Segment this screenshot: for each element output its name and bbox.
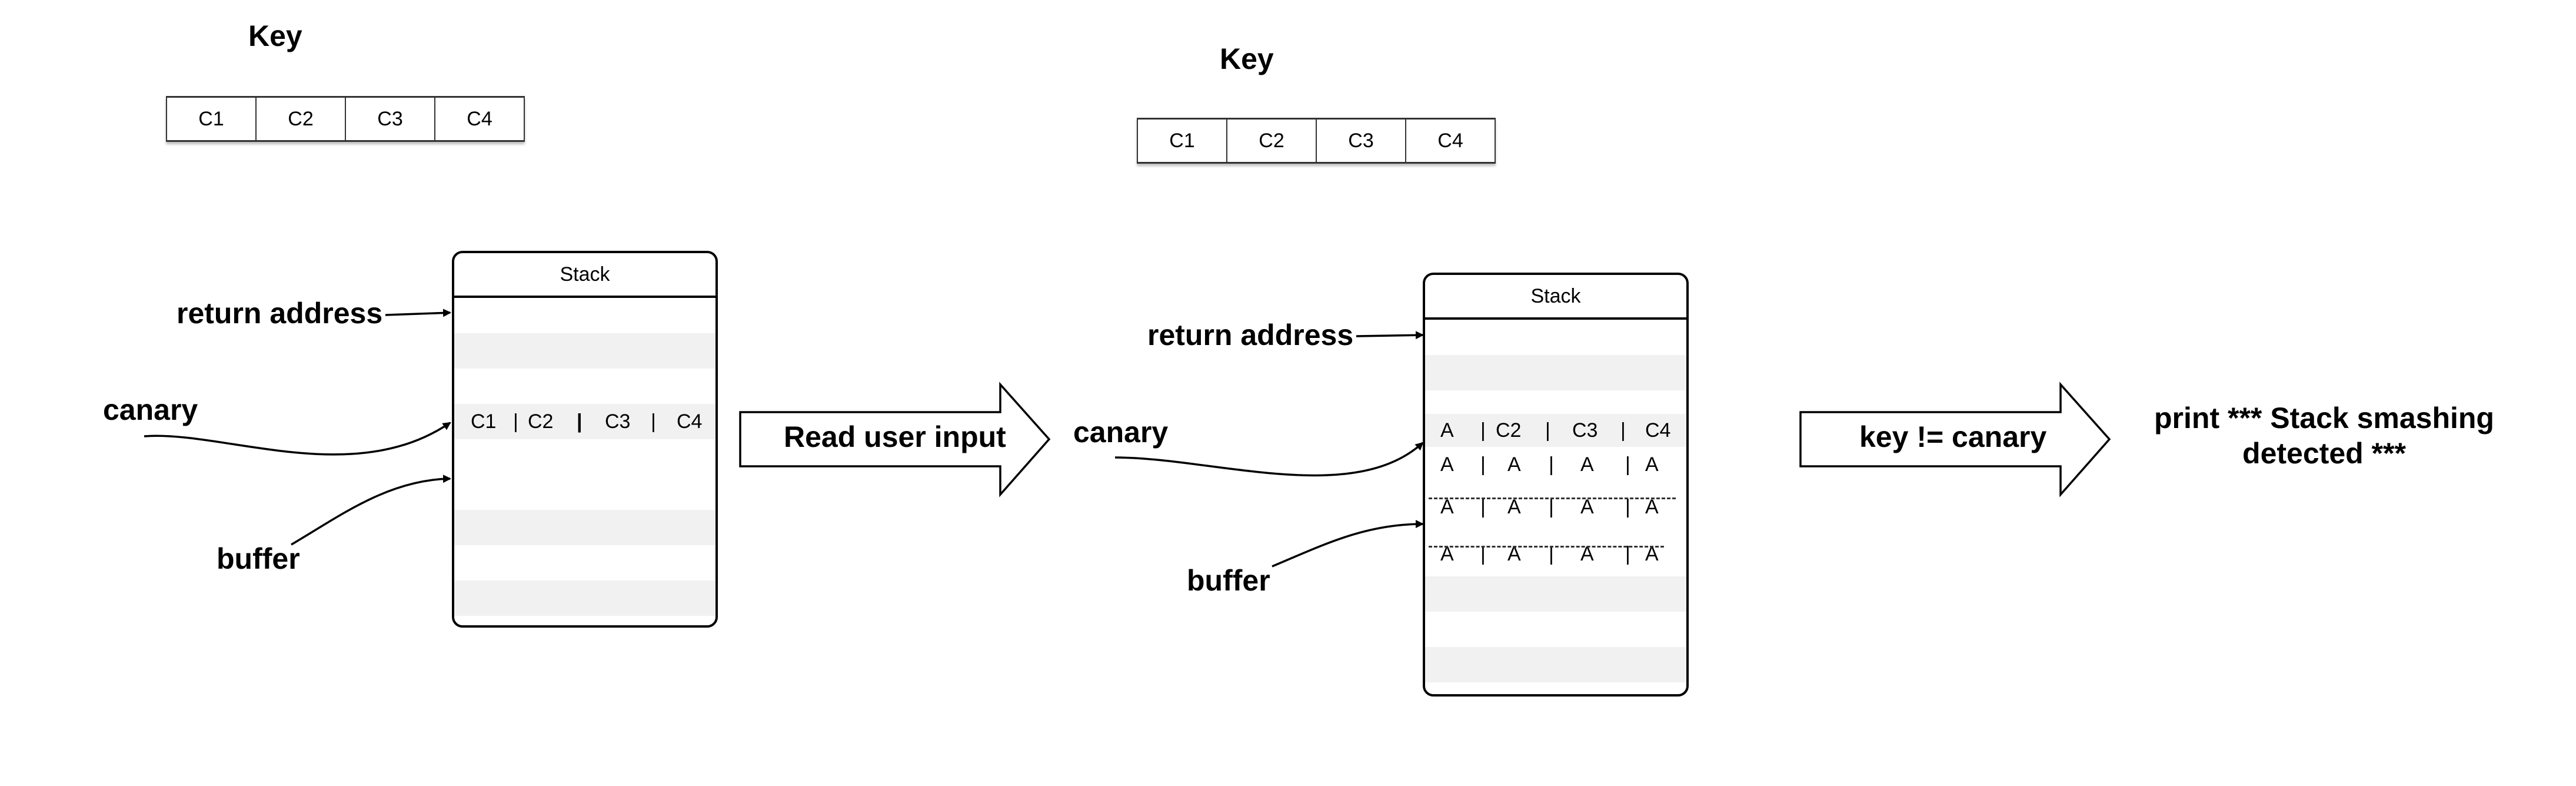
canary-pointer-left <box>144 422 451 456</box>
key-cell: C1 <box>1137 120 1226 162</box>
stack-row <box>1425 647 1686 682</box>
row-cell: C4 <box>1645 419 1671 442</box>
result-line-2: detected *** <box>2242 437 2406 470</box>
stack-buffer-row: A | A | A | A <box>1425 482 1686 530</box>
row-cell: C2 <box>1496 419 1522 442</box>
row-cell: A <box>1580 453 1594 476</box>
row-cell: A <box>1645 543 1659 565</box>
return-address-label-right: return address <box>1147 319 1354 351</box>
stack-row <box>1425 320 1686 355</box>
block-arrow-1 <box>739 382 1051 498</box>
divider: | <box>1625 543 1630 565</box>
divider: | <box>1480 419 1486 442</box>
canary-label-right: canary <box>1073 416 1169 449</box>
divider: | <box>1549 496 1554 518</box>
stack-row <box>454 510 715 545</box>
canary-cell: C4 <box>677 410 703 433</box>
stack-row <box>454 333 715 369</box>
divider: | <box>1545 419 1550 442</box>
row-cell: A <box>1440 543 1454 565</box>
key-title-left: Key <box>248 19 302 52</box>
divider: | <box>1549 453 1554 476</box>
row-cell: A <box>1440 496 1454 518</box>
stack-overwritten-canary-row: A | C2 | C3 | C4 <box>1425 414 1686 447</box>
return-address-label-left: return address <box>177 297 383 330</box>
result-line-1: print *** Stack smashing <box>2154 402 2494 435</box>
key-cell: C2 <box>1226 120 1316 162</box>
divider: | <box>577 410 583 433</box>
key-cell: C4 <box>1405 120 1496 162</box>
stack-row <box>454 369 715 404</box>
stack-row <box>454 298 715 333</box>
step-label-read-user-input: Read user input <box>784 420 1006 453</box>
step-label-key-not-equal-canary: key != canary <box>1859 420 2047 453</box>
buffer-label-left: buffer <box>217 542 300 575</box>
canary-cell: C2 <box>528 410 554 433</box>
divider: | <box>1480 453 1486 476</box>
key-cell: C2 <box>255 98 345 140</box>
key-cell: C1 <box>166 98 255 140</box>
key-cell: C3 <box>1316 120 1405 162</box>
row-cell: A <box>1580 543 1594 565</box>
buffer-pointer-left <box>291 475 451 546</box>
key-cell: C4 <box>434 98 525 140</box>
stack-row <box>1425 390 1686 414</box>
row-cell: A <box>1507 543 1521 565</box>
canary-pointer-right <box>1114 442 1424 477</box>
buffer-label-right: buffer <box>1187 564 1270 597</box>
stack-row <box>454 545 715 581</box>
stack-header: Stack <box>454 253 715 298</box>
return-address-pointer-left <box>385 309 451 317</box>
row-cell: A <box>1645 453 1659 476</box>
canary-label-left: canary <box>103 393 198 426</box>
divider: | <box>1620 419 1626 442</box>
canary-cell: C1 <box>471 410 497 433</box>
stack-right: Stack A | C2 | C3 | C4 A | A | A | A A |… <box>1423 273 1689 697</box>
divider: | <box>1625 496 1630 518</box>
stack-row <box>454 581 715 616</box>
key-title-right: Key <box>1220 42 1274 75</box>
stack-row <box>1425 576 1686 612</box>
stack-buffer-row: A | A | A | A <box>1425 447 1686 482</box>
block-arrow-2 <box>1799 382 2111 498</box>
row-cell: A <box>1645 496 1659 518</box>
stack-buffer-row: A | A | A | A <box>1425 530 1686 576</box>
result-message: print *** Stack smashing detected *** <box>2136 400 2512 471</box>
row-cell: C3 <box>1572 419 1598 442</box>
stack-canary-row: C1 | C2 | C3 | C4 <box>454 404 715 439</box>
stack-left: Stack C1 | C2 | C3 | C4 <box>452 251 718 628</box>
return-address-pointer-right <box>1356 331 1424 340</box>
key-table-left: C1 C2 C3 C4 <box>166 96 525 142</box>
divider: | <box>1480 543 1486 565</box>
divider: | <box>1480 496 1486 518</box>
stack-row <box>1425 612 1686 647</box>
key-cell: C3 <box>345 98 434 140</box>
row-separator <box>1429 498 1676 499</box>
stack-row <box>454 475 715 510</box>
divider: | <box>513 410 518 433</box>
row-cell: A <box>1580 496 1594 518</box>
canary-cell: C3 <box>605 410 631 433</box>
stack-header: Stack <box>1425 275 1686 320</box>
divider: | <box>1625 453 1630 476</box>
stack-row <box>454 439 715 475</box>
buffer-pointer-right <box>1272 520 1424 568</box>
row-cell: A <box>1507 453 1521 476</box>
row-cell: A <box>1507 496 1521 518</box>
row-separator <box>1429 546 1664 548</box>
stack-row <box>1425 355 1686 390</box>
row-cell: A <box>1440 419 1454 442</box>
divider: | <box>1549 543 1554 565</box>
divider: | <box>651 410 656 433</box>
row-cell: A <box>1440 453 1454 476</box>
key-table-right: C1 C2 C3 C4 <box>1137 118 1496 164</box>
